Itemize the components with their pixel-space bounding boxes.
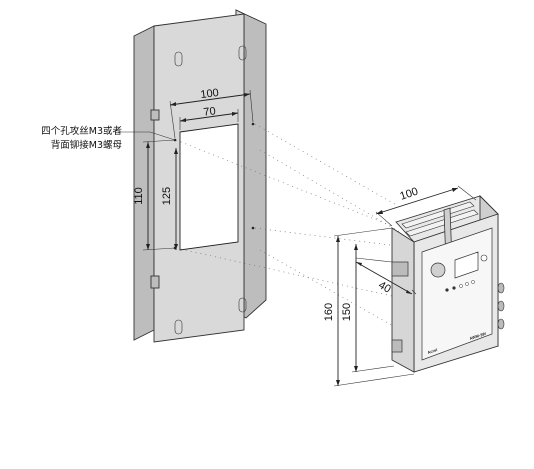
indicator-icon: [480, 254, 488, 262]
annotation-line-2: 背面铆接M3螺母: [51, 139, 122, 151]
dim-cutout-outer-width: 100: [200, 87, 220, 101]
mounting-plate: [118, 9, 267, 343]
top-left-slot: [174, 51, 183, 67]
connector-icon: [497, 318, 505, 330]
dim-device-depth: 40: [376, 279, 393, 296]
button-icon: [452, 286, 456, 290]
led-icon: [459, 284, 463, 288]
top-right-slot: [238, 45, 247, 61]
bottom-left-slot: [174, 319, 183, 335]
dim-device-width: 100: [398, 186, 419, 203]
panel-cutout: [179, 123, 239, 251]
brand-left-text: Acrel: [427, 347, 438, 355]
m3-hole: [251, 122, 255, 126]
annotation-line-1: 四个孔攻丝M3或者: [41, 125, 122, 137]
connector-icon: [497, 300, 505, 312]
led-icon: [471, 280, 475, 284]
lcd-display: [454, 251, 479, 279]
m3-hole: [251, 226, 255, 230]
dim-hole-spacing: 110: [133, 187, 145, 205]
projection-lines: [175, 123, 401, 331]
dim-device-height-outer: 160: [323, 303, 335, 321]
dim-cutout-height: 125: [161, 187, 173, 205]
meter-device: [333, 185, 505, 387]
brand-right-text: AWM-3W: [469, 331, 487, 341]
dim-cutout-inner-width: 70: [203, 105, 217, 118]
connector-icon: [497, 282, 505, 294]
led-icon: [465, 282, 469, 286]
bottom-right-slot: [238, 297, 247, 313]
button-icon: [445, 288, 449, 292]
dim-device-height-inner: 150: [341, 303, 353, 321]
rotary-knob-icon: [430, 262, 446, 278]
